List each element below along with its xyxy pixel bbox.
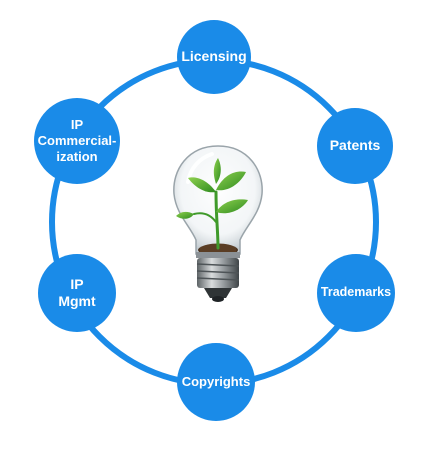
lightbulb-with-seedling-icon [173, 145, 263, 302]
ip-commercialization-node: IP Commercial- ization [34, 98, 120, 184]
patents-label: Patents [329, 137, 381, 154]
ip-mgmt-node: IP Mgmt [38, 254, 116, 332]
copyrights-label: Copyrights [181, 373, 251, 389]
ip-mgmt-label: IP Mgmt [58, 275, 96, 310]
licensing-label: Licensing [181, 48, 247, 65]
trademarks-node: Trademarks [317, 254, 395, 332]
trademarks-label: Trademarks [320, 285, 392, 300]
copyrights-node: Copyrights [177, 343, 255, 421]
ip-commercialization-label: IP Commercial- ization [37, 116, 117, 165]
licensing-node: Licensing [177, 20, 251, 94]
patents-node: Patents [317, 108, 393, 184]
